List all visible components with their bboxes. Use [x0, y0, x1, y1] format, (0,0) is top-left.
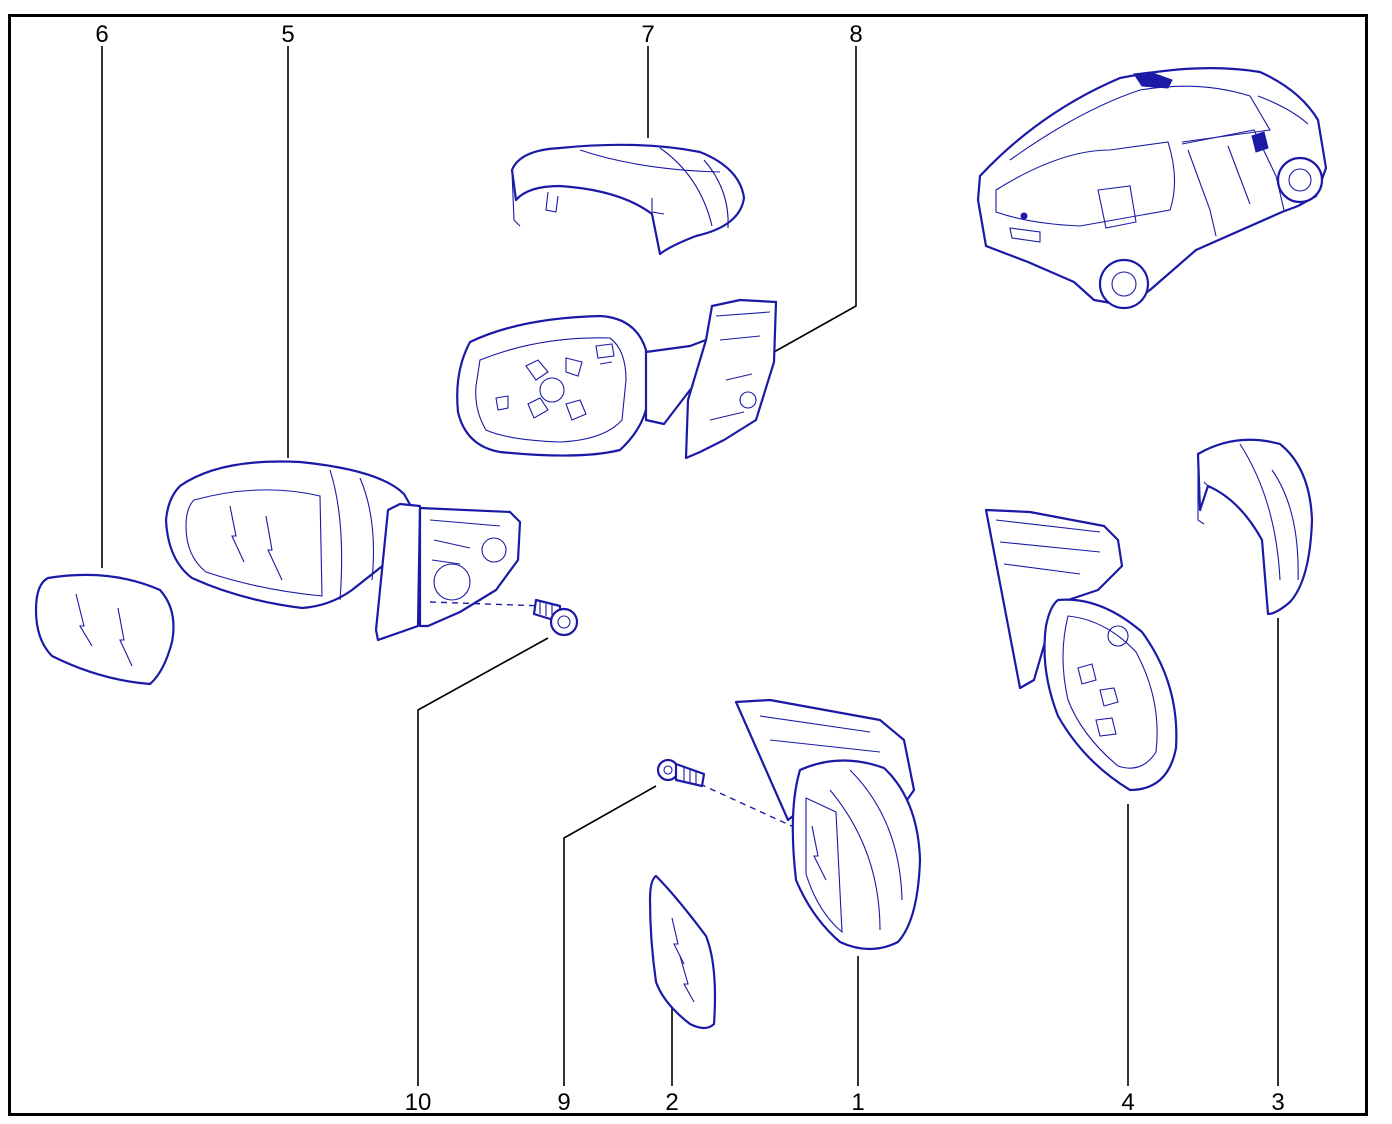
- callout-6: 6: [95, 21, 108, 48]
- vehicle-locator: [976, 67, 1328, 310]
- leader-lines: [101, 46, 1279, 1086]
- mirror-glass-left: [34, 573, 175, 686]
- mirror-cap-top: [510, 143, 746, 256]
- callout-9: 9: [557, 1089, 570, 1116]
- callout-3: 3: [1271, 1089, 1284, 1116]
- callout-labels: 6 5 7 8 10 9 2 1 4 3: [95, 21, 1284, 1116]
- mounting-screw-right: [656, 758, 797, 829]
- mounting-screw-left: [429, 598, 579, 637]
- mirror-assembly-right: [734, 698, 922, 951]
- callout-5: 5: [281, 21, 294, 48]
- callout-4: 4: [1121, 1089, 1134, 1116]
- callout-2: 2: [665, 1089, 678, 1116]
- callout-10: 10: [405, 1089, 432, 1116]
- leader-8: [773, 46, 857, 353]
- callout-8: 8: [849, 21, 862, 48]
- mirror-assembly-left: [164, 460, 522, 642]
- mirror-housing-right: [984, 508, 1178, 792]
- mirror-cap-right: [1196, 438, 1314, 616]
- mirror-glass-right: [648, 874, 717, 1030]
- leader-9: [563, 785, 657, 1086]
- leader-10: [417, 637, 549, 1086]
- diagram-frame: [8, 14, 1368, 1116]
- callout-7: 7: [641, 21, 654, 48]
- mirror-housing-back: [456, 298, 778, 460]
- callout-1: 1: [851, 1089, 864, 1116]
